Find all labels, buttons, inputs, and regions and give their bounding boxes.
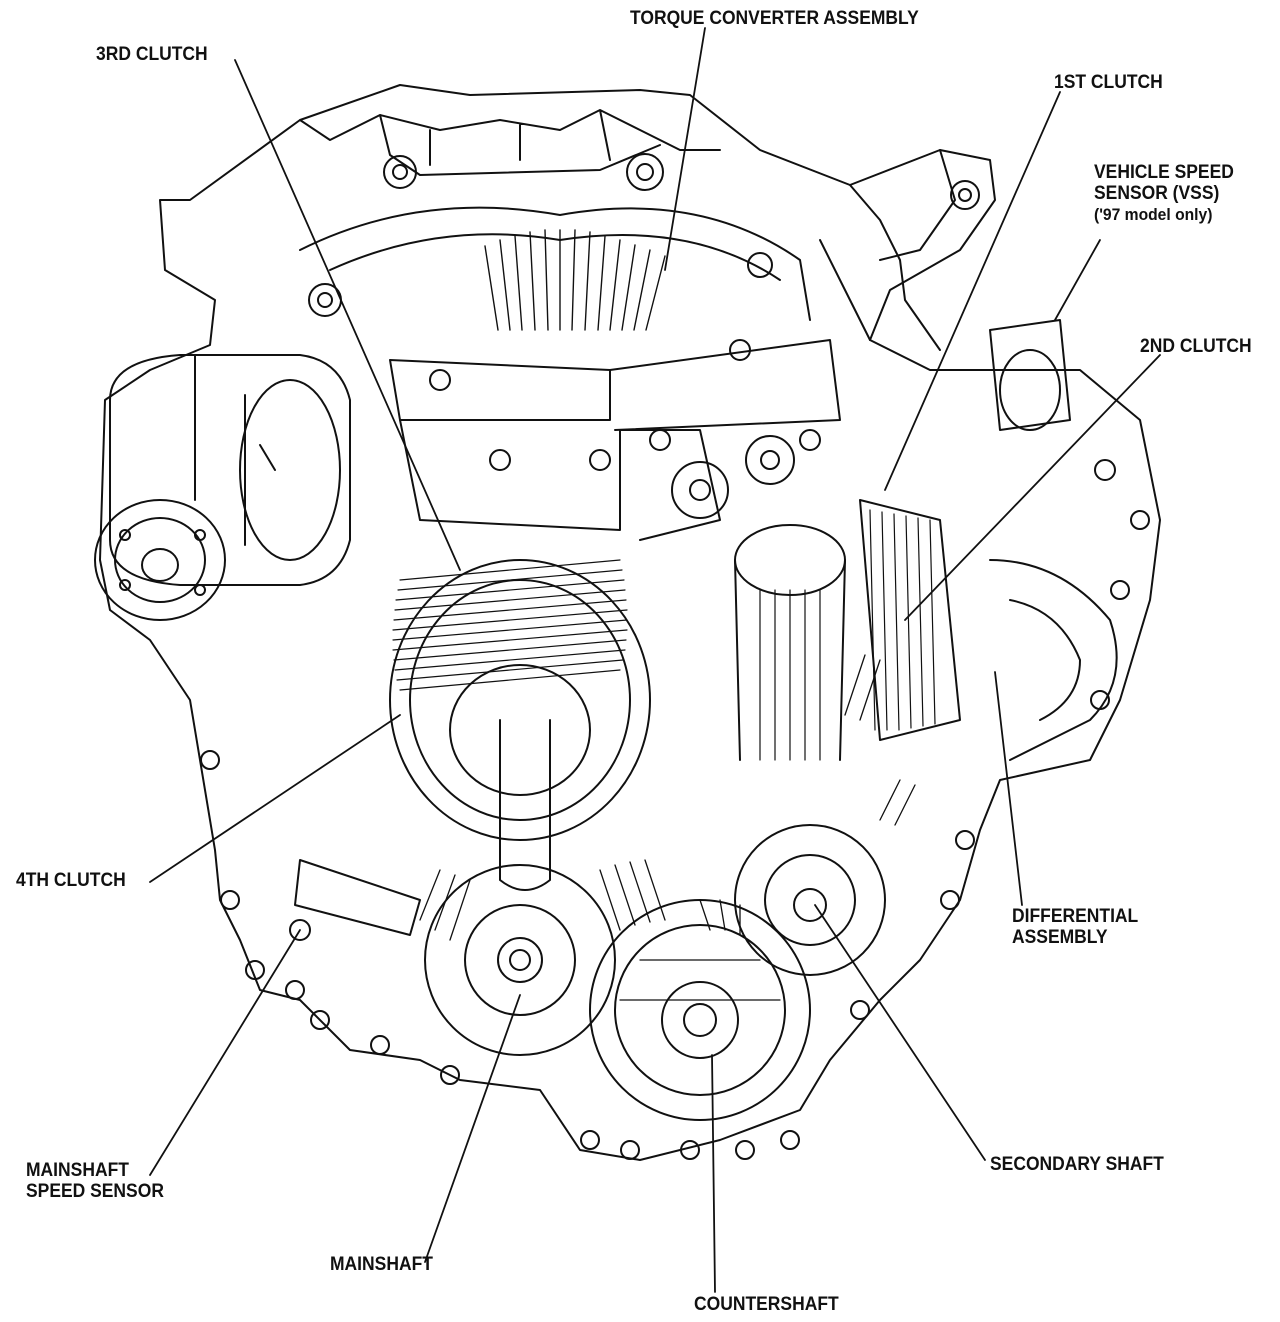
leader-mainshaft xyxy=(424,994,521,1263)
label-mainshaft: MAINSHAFT xyxy=(330,1254,433,1275)
mainshaft-gear xyxy=(424,864,616,1056)
label-3rd-clutch: 3RD CLUTCH xyxy=(96,44,208,65)
right-bracket xyxy=(819,149,956,351)
label-torque-converter-assembly: TORQUE CONVERTER ASSEMBLY xyxy=(630,8,919,29)
upper-bracket xyxy=(299,109,721,176)
label-differential-assembly: DIFFERENTIAL ASSEMBLY xyxy=(1012,906,1139,948)
gear-tooth-hatching xyxy=(419,654,916,1001)
housing-bolts xyxy=(200,750,975,1160)
leader-3rd-clutch xyxy=(234,59,461,571)
right-clutch-hatching xyxy=(759,509,936,761)
torque-converter-housing xyxy=(299,206,811,321)
valve-body xyxy=(389,339,841,541)
leader-4th-clutch xyxy=(149,714,401,883)
mainshaft-speed-sensor xyxy=(289,859,421,941)
label-vehicle-speed-sensor: VEHICLE SPEED SENSOR (VSS) ('97 model on… xyxy=(1094,162,1234,224)
clutch-pack-1st-2nd xyxy=(734,499,961,761)
leader-2nd-clutch xyxy=(904,354,1161,621)
label-4th-clutch: 4TH CLUTCH xyxy=(16,870,126,891)
label-2nd-clutch: 2ND CLUTCH xyxy=(1140,336,1252,357)
leader-mainshaft-sensor xyxy=(149,929,301,1176)
clutch-disc-hatching xyxy=(392,559,628,691)
label-mainshaft-speed-sensor: MAINSHAFT SPEED SENSOR xyxy=(26,1160,164,1202)
left-solenoid-cylinder xyxy=(94,354,351,621)
leader-countershaft xyxy=(711,1054,716,1293)
leader-1st-clutch xyxy=(884,91,1061,491)
leader-secondary-shaft xyxy=(814,904,986,1161)
label-secondary-shaft: SECONDARY SHAFT xyxy=(990,1154,1164,1175)
transmission-housing-outline xyxy=(99,84,1161,1161)
leader-differential xyxy=(994,671,1023,906)
leader-lines xyxy=(149,27,1161,1293)
label-countershaft: COUNTERSHAFT xyxy=(694,1294,839,1315)
differential-housing xyxy=(989,319,1150,761)
secondary-shaft-gear xyxy=(734,824,886,976)
torque-converter-ring-hatching xyxy=(484,229,666,331)
leader-torque-converter xyxy=(664,27,706,271)
clutch-pack-3rd-4th xyxy=(389,559,651,891)
leader-vss xyxy=(1054,239,1101,321)
countershaft-gear xyxy=(589,899,811,1121)
label-1st-clutch: 1ST CLUTCH xyxy=(1054,72,1163,93)
